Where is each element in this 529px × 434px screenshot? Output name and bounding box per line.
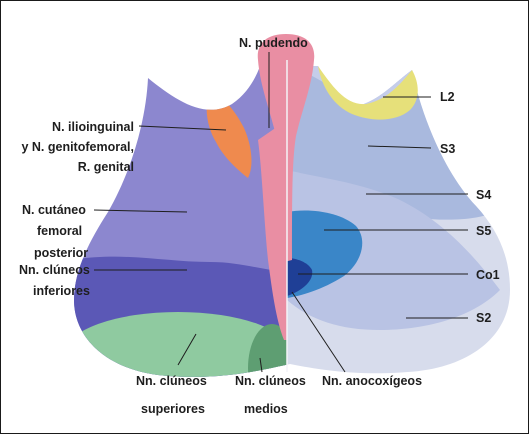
label-clunicos-inferiores-line1: Nn. clúneos	[19, 263, 90, 277]
label-cutaneo-line3: posterior	[34, 246, 88, 260]
label-clunicos-medios-line2: medios	[244, 402, 288, 416]
label-cutaneo: N. cutáneo femoral posterior	[22, 203, 88, 260]
label-ilioinguinal-line3: R. genital	[78, 160, 134, 174]
label-co1: Co1	[476, 268, 500, 282]
label-ilioinguinal: N. ilioinguinal y N. genitofemoral, R. g…	[21, 120, 134, 174]
label-s3: S3	[440, 142, 455, 156]
label-clunicos-superiores-line2: superiores	[141, 402, 205, 416]
label-pudendo: N. pudendo	[239, 36, 308, 50]
label-s4: S4	[476, 188, 491, 202]
label-s2: S2	[476, 311, 491, 325]
label-anococcigeos: Nn. anocoxígeos	[322, 374, 422, 388]
label-clunicos-medios: Nn. clúneos medios	[235, 374, 306, 416]
label-clunicos-inferiores-line2: inferiores	[33, 284, 90, 298]
label-ilioinguinal-line2: y N. genitofemoral,	[21, 140, 134, 154]
label-clunicos-superiores-line1: Nn. clúneos	[136, 374, 207, 388]
label-cutaneo-line1: N. cutáneo	[22, 203, 86, 217]
label-s5: S5	[476, 224, 491, 238]
label-ilioinguinal-line1: N. ilioinguinal	[52, 120, 134, 134]
label-cutaneo-line2: femoral	[37, 224, 82, 238]
label-l2: L2	[440, 90, 455, 104]
label-clunicos-medios-line1: Nn. clúneos	[235, 374, 306, 388]
label-clunicos-superiores: Nn. clúneos superiores	[136, 374, 207, 416]
